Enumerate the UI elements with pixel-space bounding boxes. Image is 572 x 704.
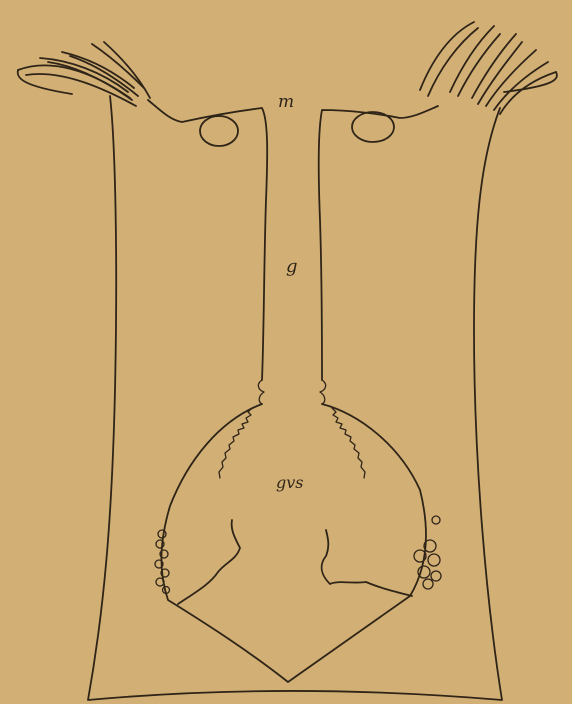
gastrovascular-space-label: gvs (276, 473, 304, 492)
mouth-label: m (278, 92, 294, 112)
gullet-label: g (286, 256, 298, 277)
